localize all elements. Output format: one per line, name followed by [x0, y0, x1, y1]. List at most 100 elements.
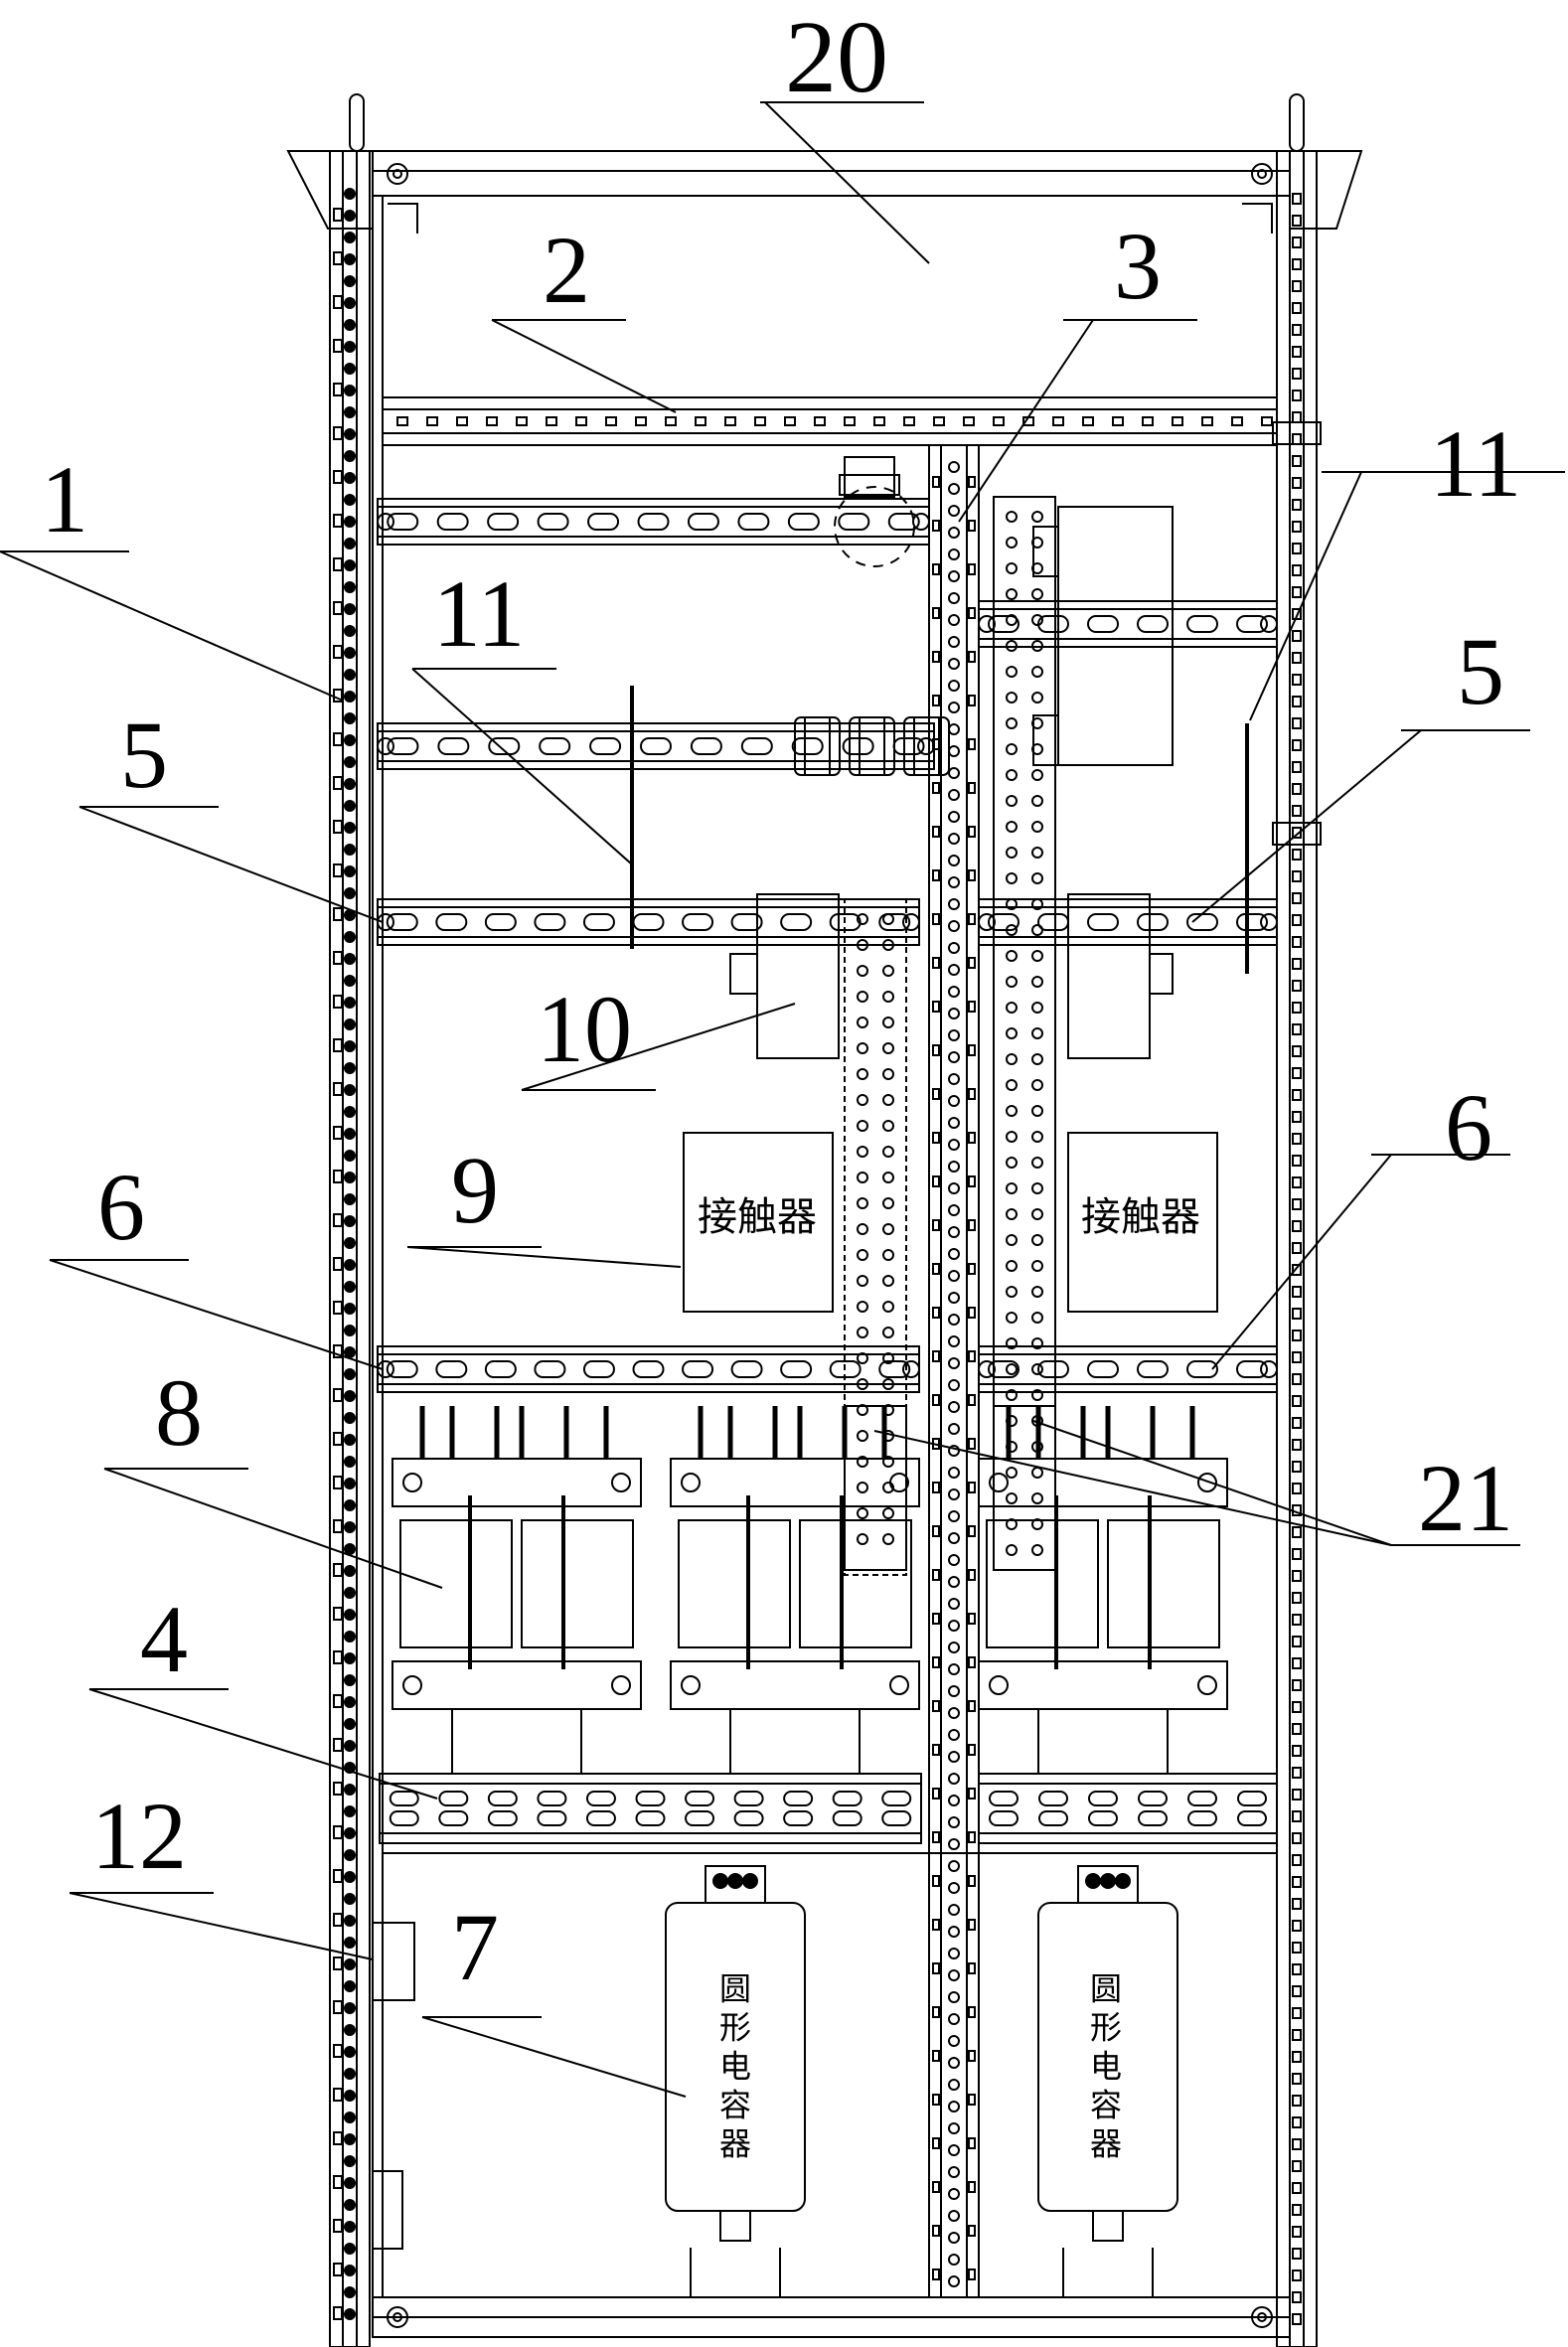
left-upright-hole [345, 407, 355, 417]
right-upright-slot [1293, 1024, 1301, 1034]
mid-plate-hole [858, 992, 867, 1002]
mid-plate-hole [858, 1095, 867, 1105]
rail-2-slot [934, 417, 944, 425]
right-upright-slot [1293, 2183, 1301, 2193]
mid-plate-hole [858, 1224, 867, 1234]
left-upright-slot [334, 1214, 342, 1226]
perforated-bar-4-left-slot [834, 1811, 862, 1825]
right-vertical-plate [994, 497, 1055, 1570]
central-post-hole [949, 1446, 959, 1456]
left-upright-hole [345, 2266, 355, 2275]
central-post-hole [949, 987, 959, 997]
perforated-bar-6-right-end-screw [1261, 1361, 1277, 1377]
left-upright-hole [345, 604, 355, 614]
top-perforated-bar-slot [839, 514, 868, 530]
central-post-hole [949, 1752, 959, 1762]
left-upright-hole [345, 1719, 355, 1729]
left-upright-hole [345, 2244, 355, 2254]
rail-2-slot [1202, 417, 1212, 425]
reactor-2-bolt [890, 1676, 908, 1694]
left-upright-hole [345, 801, 355, 811]
right-plate-hole [1032, 1003, 1042, 1013]
central-post-hole [949, 1380, 959, 1390]
reactor-1-bolt [403, 1474, 421, 1491]
capacitor-left-foot [720, 2211, 750, 2241]
leader-line [1212, 1155, 1391, 1369]
corner-bracket [388, 204, 417, 234]
central-post-hole [949, 1402, 959, 1412]
right-upright-slot [1293, 1440, 1301, 1450]
mid-plate-hole [883, 1508, 893, 1518]
perforated-bar-4-left-slot [882, 1811, 910, 1825]
mid-plate-hole [883, 1198, 893, 1208]
left-upright-hole [345, 1632, 355, 1642]
mid-plate-hole [858, 1379, 867, 1389]
mid-plate-hole [858, 1069, 867, 1079]
left-upright-hole [345, 1675, 355, 1685]
capacitor-right-screw [1101, 1874, 1115, 1888]
mid-plate-hole [858, 1173, 867, 1182]
mid-plate-hole [858, 1017, 867, 1027]
central-post-hole [949, 1686, 959, 1696]
mid-plate-hole [858, 1483, 867, 1492]
left-upright-hole [345, 2287, 355, 2297]
rail-2-slot [1113, 417, 1123, 425]
leader-line [1033, 1421, 1391, 1545]
left-upright-hole [345, 670, 355, 680]
left-upright-hole [345, 1129, 355, 1139]
perforated-bar-right-upper-slot [1237, 616, 1267, 632]
reactor-1-bottom-clamp [392, 1661, 641, 1709]
side-box-12 [373, 1923, 414, 2000]
right-upright-slot [1293, 194, 1301, 204]
right-plate-hole [1007, 1003, 1017, 1013]
perforated-bar-upper-slot [489, 738, 519, 754]
right-upright-slot [1293, 2270, 1301, 2280]
central-post-slot [933, 564, 939, 574]
right-upright-slot [1293, 369, 1301, 379]
right-upright-slot [1293, 1571, 1301, 1581]
left-upright-hole [345, 1107, 355, 1117]
perforated-bar-4-left-slot [735, 1792, 763, 1805]
mid-plate-hole [883, 1121, 893, 1131]
ref-label-6-left: 6 [97, 1154, 145, 1260]
right-upright-slot [1293, 850, 1301, 860]
perforated-bar-4-left-slot [686, 1811, 713, 1825]
capacitor-left-screw [743, 1874, 757, 1888]
mid-plate-hole [858, 1147, 867, 1157]
left-upright-slot [334, 1870, 342, 1882]
right-upright-slot [1293, 325, 1301, 335]
left-upright-hole [345, 2156, 355, 2166]
central-post-hole [949, 1183, 959, 1193]
mid-plate-hole [883, 1043, 893, 1053]
perforated-bar-5-right-slot [1138, 914, 1168, 930]
left-upright-hole [345, 1041, 355, 1051]
rail-2-slot [517, 417, 527, 425]
frame-screw-core [393, 170, 401, 178]
central-post-slot [969, 1570, 975, 1580]
rail-2-slot [427, 417, 437, 425]
right-upright-slot [1293, 981, 1301, 991]
right-plate-hole [1007, 1028, 1017, 1038]
top-perforated-bar-slot [488, 514, 518, 530]
right-plate-hole [1032, 1287, 1042, 1297]
perforated-bar-4-right-slot [1238, 1792, 1266, 1805]
reactor-3-bolt [1198, 1474, 1216, 1491]
right-plate-hole [1032, 1028, 1042, 1038]
right-plate-hole [1032, 1054, 1042, 1064]
right-upright-slot [1293, 1899, 1301, 1909]
leader-line [104, 1469, 442, 1588]
left-upright-hole [345, 1435, 355, 1445]
relay-left-lug [730, 954, 757, 994]
right-plate-hole [1032, 925, 1042, 935]
perforated-bar-4-left-slot [637, 1792, 665, 1805]
right-upright-slot [1293, 1243, 1301, 1253]
central-post-hole [949, 2102, 959, 2112]
central-post-slot [969, 521, 975, 531]
left-upright-hole [345, 1085, 355, 1095]
right-upright-slot [1293, 1003, 1301, 1013]
perforated-bar-6-left-slot [486, 1361, 516, 1377]
left-upright-slot [334, 1608, 342, 1620]
contactor-right-box [1068, 1133, 1217, 1312]
left-upright-slot [334, 952, 342, 964]
central-post-slot [933, 2226, 939, 2236]
